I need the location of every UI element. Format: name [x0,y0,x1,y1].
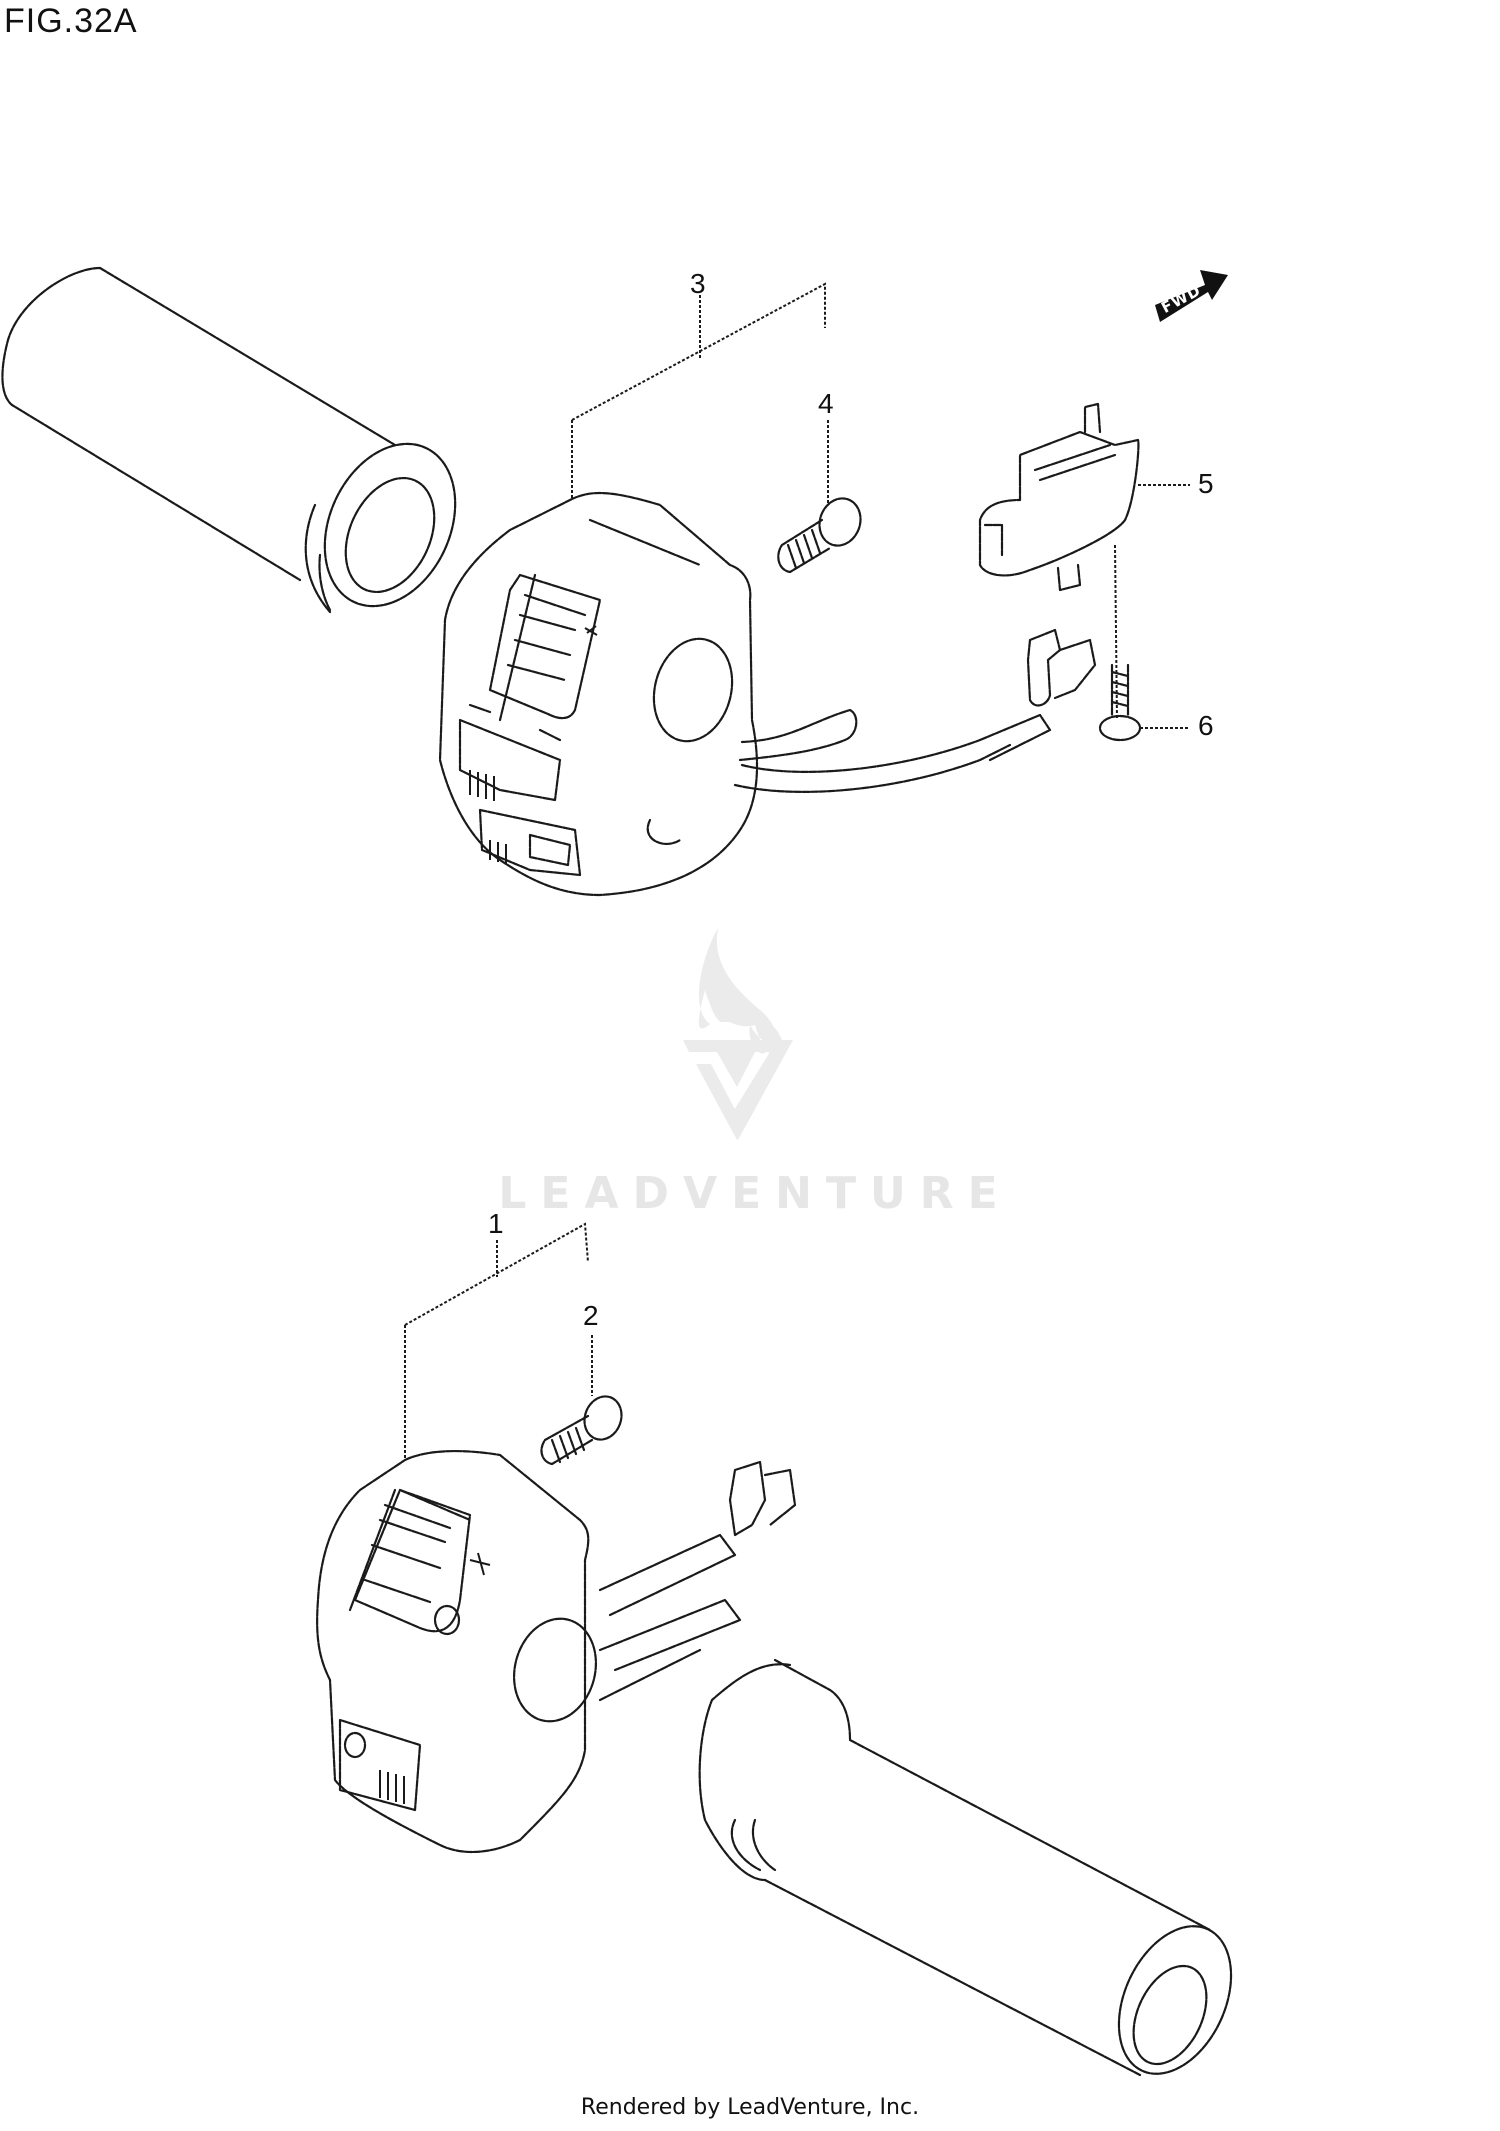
callout-1-leader [404,1222,589,1460]
forward-arrow-icon [1155,270,1228,322]
figure-title: FIG.32A [4,2,138,40]
screw-part-4 [777,420,862,574]
callout-6[interactable]: 6 [1198,710,1214,741]
footer-credit: Rendered by LeadVenture, Inc. [580,2095,920,2120]
callout-3-leader [571,282,826,500]
left-switch-housing [316,1450,797,1853]
callout-4[interactable]: 4 [818,388,834,419]
handlebar-grip-upper [1,266,457,614]
callout-1[interactable]: 1 [488,1208,504,1239]
screw-part-6 [1098,663,1190,742]
switch-module-part-5 [978,402,1190,721]
watermark-text: LEADVENTURE [498,1168,1012,1219]
callout-2[interactable]: 2 [583,1300,599,1331]
screw-part-2 [540,1335,623,1466]
callout-5[interactable]: 5 [1198,468,1214,499]
callout-3[interactable]: 3 [690,268,706,299]
right-switch-housing [438,492,1097,897]
throttle-grip-lower [698,1658,1233,2077]
